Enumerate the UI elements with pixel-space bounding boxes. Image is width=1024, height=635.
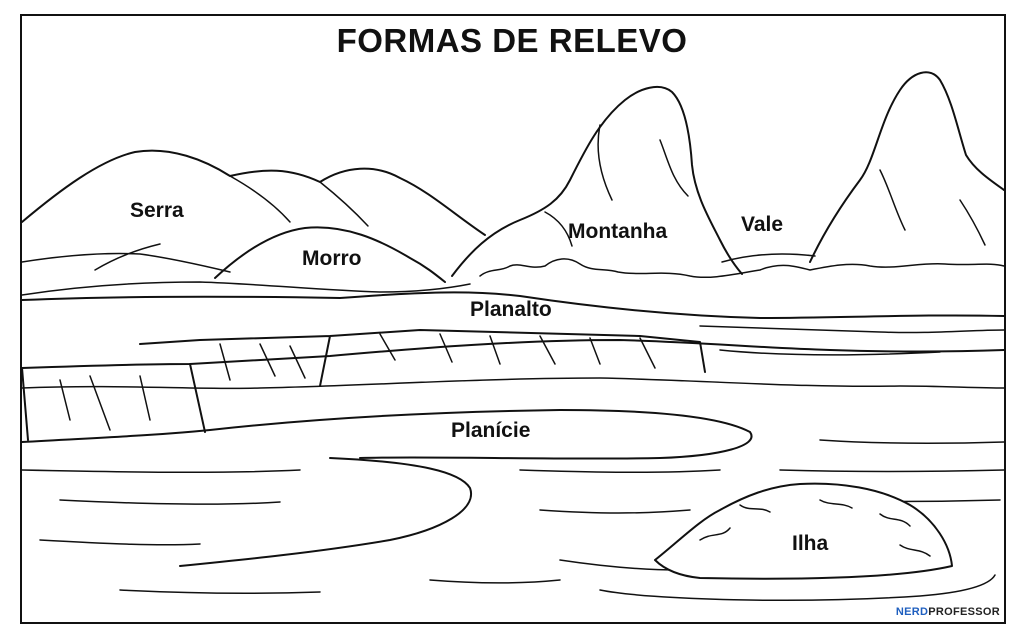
right-mountain-ridge-2 bbox=[959, 199, 986, 246]
brand-part1: NERD bbox=[895, 606, 929, 618]
drawing-frame bbox=[20, 14, 1006, 624]
brand-logo: NERDPROFESSOR bbox=[896, 606, 1000, 618]
planalto-cliff-mid bbox=[139, 329, 706, 387]
planalto-right-edges bbox=[699, 325, 1005, 356]
montanha-ridge bbox=[597, 124, 613, 201]
label-planalto: Planalto bbox=[470, 298, 552, 321]
right-mountain-ridge bbox=[879, 169, 906, 231]
planalto-top bbox=[21, 291, 1005, 319]
serra-inner-line bbox=[229, 175, 291, 223]
ilha-texture bbox=[699, 499, 931, 557]
serra-lower-slope bbox=[21, 252, 231, 273]
page-title: FORMAS DE RELEVO bbox=[336, 22, 688, 59]
right-mountain bbox=[809, 71, 1005, 263]
label-ilha: Ilha bbox=[792, 532, 829, 555]
morro-foot bbox=[21, 281, 471, 296]
montanha-ridge-2 bbox=[659, 139, 689, 197]
serra-ridge bbox=[21, 149, 486, 236]
label-morro: Morro bbox=[302, 247, 362, 270]
ilha-water-ring bbox=[599, 574, 996, 601]
montanha-peak bbox=[451, 85, 743, 277]
planalto-edge bbox=[21, 339, 1005, 369]
ilha-island bbox=[654, 482, 953, 580]
serra-inner-line-2 bbox=[319, 181, 369, 227]
vale-floor bbox=[721, 253, 816, 263]
planicie-shore bbox=[21, 409, 753, 460]
tree-line bbox=[479, 258, 1005, 279]
label-planicie: Planície bbox=[451, 419, 531, 442]
cliff-hatching bbox=[59, 333, 656, 431]
river-curve bbox=[179, 457, 473, 567]
brand-part2: PROFESSOR bbox=[928, 606, 1000, 618]
montanha-ridge-3 bbox=[544, 211, 573, 247]
label-montanha: Montanha bbox=[568, 220, 668, 243]
planicie-plain-line bbox=[21, 377, 1005, 390]
label-vale: Vale bbox=[741, 213, 784, 236]
label-serra: Serra bbox=[130, 199, 184, 222]
morro-hill bbox=[214, 226, 446, 283]
serra-lower-slope-2 bbox=[94, 243, 161, 271]
planalto-cliff-left bbox=[21, 363, 206, 441]
